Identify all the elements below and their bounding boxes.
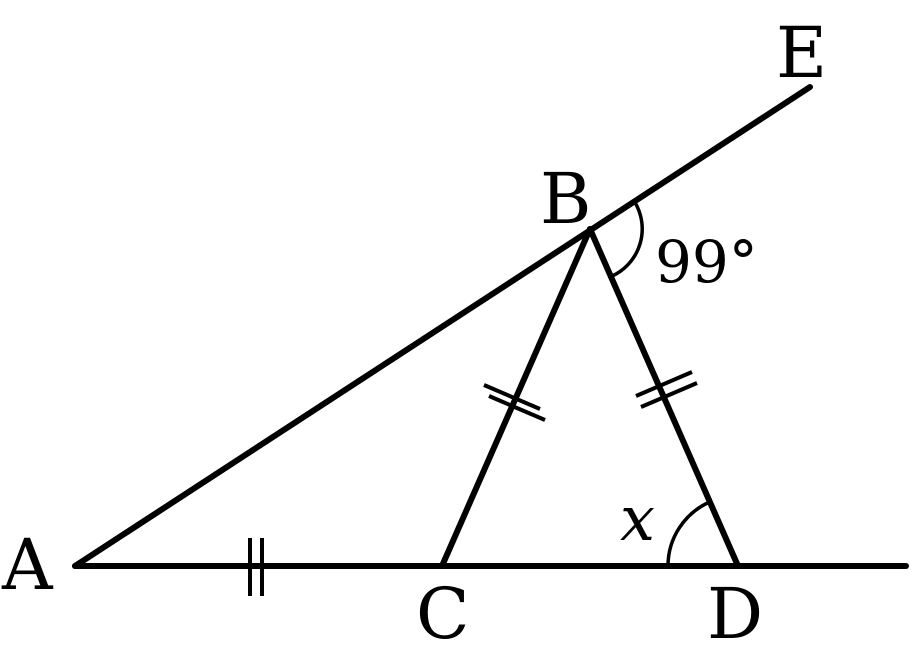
angle-arc-d	[666, 500, 711, 567]
tick-mark-bc	[483, 383, 546, 422]
angle-label-b: 99°	[655, 228, 758, 296]
angle-arc-b	[610, 200, 644, 279]
point-label-d: D	[707, 573, 763, 655]
angle-label-x: x	[620, 482, 655, 555]
line-ae	[72, 84, 813, 569]
point-label-b: B	[540, 158, 591, 240]
point-label-a: A	[1, 524, 54, 606]
tick-mark-bd	[635, 370, 698, 409]
point-label-c: C	[416, 573, 470, 655]
point-label-e: E	[776, 12, 827, 94]
tick-mark-ac	[248, 538, 264, 596]
